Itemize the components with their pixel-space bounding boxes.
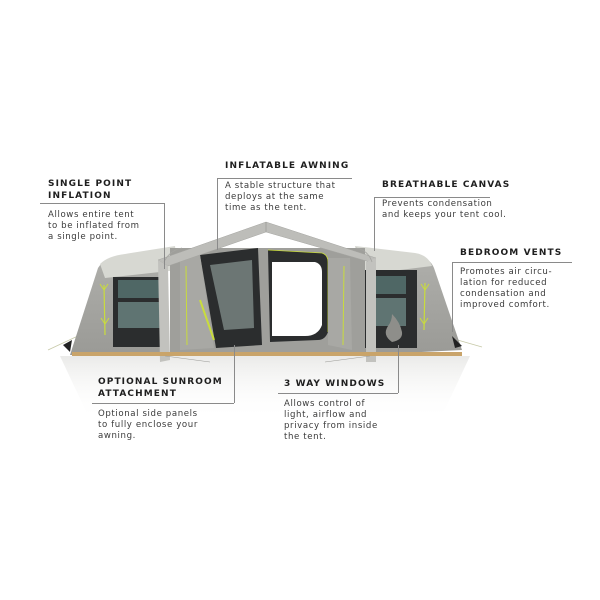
leader-line-windows-v (398, 345, 399, 393)
callout-single-point-inflation: SINGLE POINT INFLATION Allows entire ten… (48, 178, 168, 243)
callout-inflatable-awning: INFLATABLE AWNING A stable structure tha… (225, 160, 365, 214)
callout-title: 3 WAY WINDOWS (284, 379, 386, 389)
callout-title: BEDROOM VENTS (460, 248, 563, 258)
callout-desc: privacy from inside (284, 421, 378, 431)
leader-line-canvas (374, 197, 490, 198)
leader-line-vents (452, 262, 572, 263)
callout-title: ATTACHMENT (98, 389, 177, 399)
callout-desc: to be inflated from (48, 221, 140, 231)
callout-desc: deploys at the same (225, 192, 325, 202)
left-bedroom-pod (63, 246, 178, 355)
callout-desc: to fully enclose your (98, 420, 198, 430)
leader-line-single-point-v (164, 203, 165, 269)
leader-line-sunroom (92, 403, 234, 404)
callout-desc: light, airflow and (284, 410, 368, 420)
callout-title: SINGLE POINT (48, 179, 133, 189)
leader-line-awning-v (217, 178, 218, 250)
callout-three-way-windows: 3 WAY WINDOWS Allows control of light, a… (284, 378, 404, 443)
leader-line-canvas-v (374, 197, 375, 251)
callout-optional-sunroom: OPTIONAL SUNROOM ATTACHMENT Optional sid… (98, 376, 238, 442)
callout-desc: Allows control of (284, 399, 366, 409)
callout-desc: Promotes air circu- (460, 267, 553, 277)
callout-desc: lation for reduced (460, 278, 548, 288)
callout-desc: time as the tent. (225, 203, 307, 213)
callout-title: INFLATABLE AWNING (225, 161, 350, 171)
callout-title: OPTIONAL SUNROOM (98, 377, 223, 387)
callout-breathable-canvas: BREATHABLE CANVAS Prevents condensation … (382, 179, 532, 221)
central-living-area (170, 248, 365, 353)
callout-desc: and keeps your tent cool. (382, 210, 507, 220)
leader-line-vents-v (452, 262, 453, 332)
callout-title: INFLATION (48, 191, 112, 201)
leader-line-sunroom-v (234, 345, 235, 403)
callout-desc: Optional side panels (98, 409, 198, 419)
floor-reflection (60, 356, 470, 420)
callout-desc: awning. (98, 431, 136, 441)
callout-desc: Allows entire tent (48, 210, 135, 220)
callout-desc: the tent. (284, 432, 327, 442)
callout-desc: condensation and (460, 289, 547, 299)
callout-desc: Prevents condensation (382, 199, 493, 209)
leader-line-single-point (40, 203, 164, 204)
callout-title: BREATHABLE CANVAS (382, 180, 511, 190)
leader-line-awning (217, 178, 352, 179)
leader-line-windows (278, 393, 398, 394)
callout-bedroom-vents: BEDROOM VENTS Promotes air circu- lation… (460, 247, 580, 311)
tent-floor (72, 352, 462, 356)
awning-frame (157, 221, 377, 362)
callout-desc: A stable structure that (225, 181, 336, 191)
callout-desc: improved comfort. (460, 300, 550, 310)
callout-desc: a single point. (48, 232, 118, 242)
